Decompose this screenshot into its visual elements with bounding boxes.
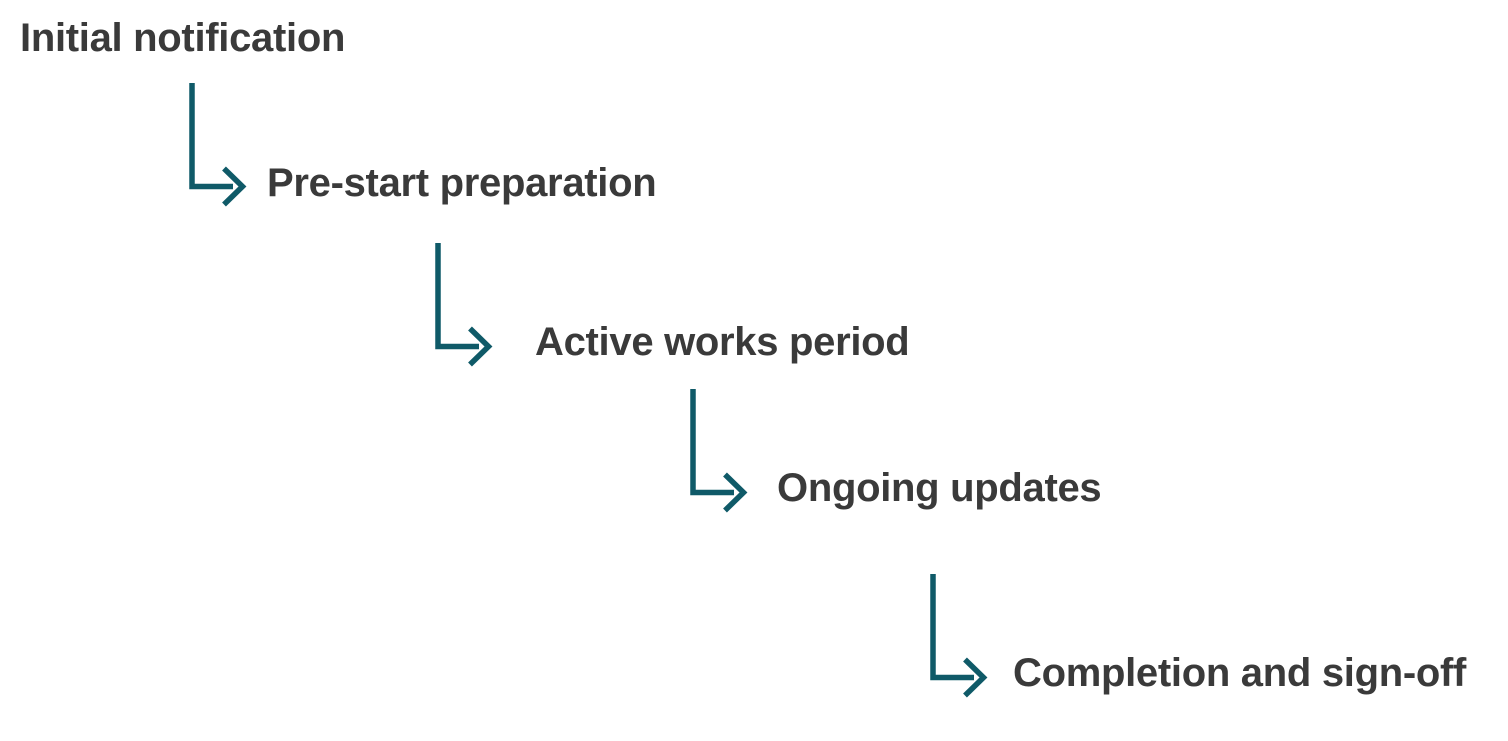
arrow-down-right-connector-4-icon	[930, 574, 988, 698]
arrow-down-right-connector-3-icon	[690, 389, 748, 513]
step-label-completion-and-sign-off: Completion and sign-off	[1013, 651, 1467, 695]
step-label-ongoing-updates: Ongoing updates	[777, 466, 1102, 510]
step-label-active-works-period: Active works period	[535, 320, 910, 364]
step-label-pre-start-preparation: Pre-start preparation	[267, 161, 657, 205]
arrow-down-right-connector-1-icon	[189, 83, 247, 207]
arrow-down-right-connector-2-icon	[435, 243, 493, 367]
step-label-initial-notification: Initial notification	[20, 16, 346, 60]
